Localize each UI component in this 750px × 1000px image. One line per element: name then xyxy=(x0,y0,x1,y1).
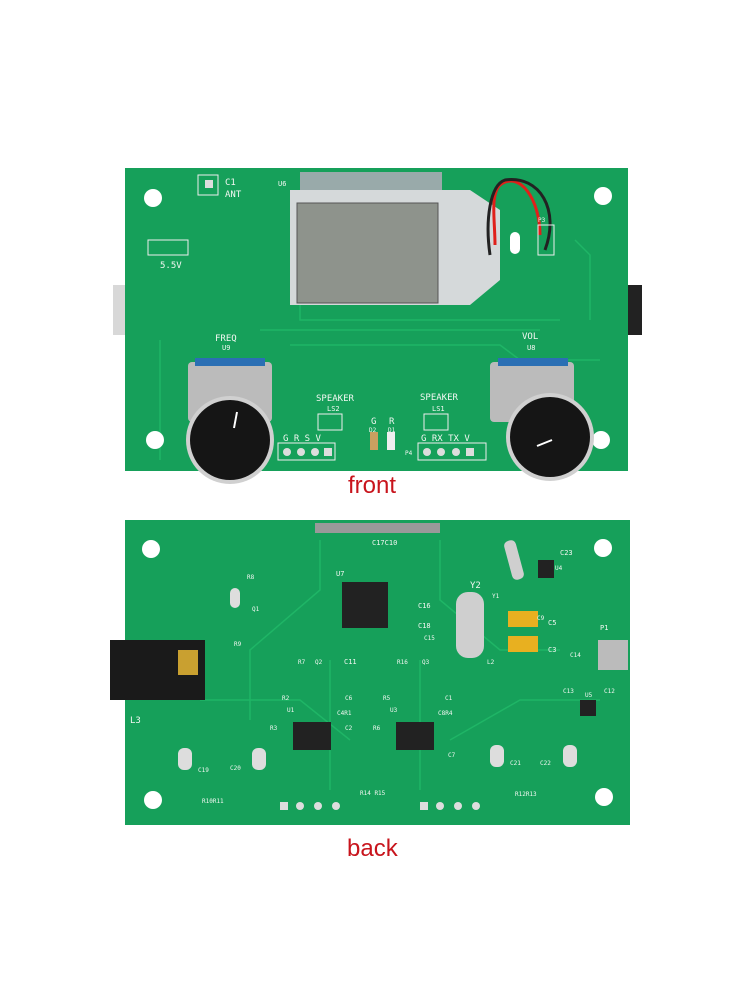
silk-r2: R2 xyxy=(282,695,290,702)
silk-c5: C5 xyxy=(548,619,556,627)
silk-r16: R16 xyxy=(397,659,408,666)
silk-c13: C13 xyxy=(563,688,574,695)
silk-y2: Y2 xyxy=(470,581,481,591)
mcu-chip xyxy=(342,582,388,628)
silk-c2: C2 xyxy=(345,725,353,732)
silk-c18: C18 xyxy=(418,622,431,630)
silk-u1: U1 xyxy=(287,707,295,714)
silk-c6: C6 xyxy=(345,695,353,702)
silk-r9: R9 xyxy=(234,641,242,648)
silk-c12: C12 xyxy=(604,688,615,695)
vol-knob xyxy=(490,358,594,481)
silk-d1: D1 xyxy=(388,427,396,434)
silk-ls1: LS1 xyxy=(432,405,445,413)
silk-l3: L3 xyxy=(130,716,141,726)
silk-r: R xyxy=(389,417,395,427)
silk-p1: P1 xyxy=(600,624,608,632)
chip-u3 xyxy=(396,722,434,750)
silk-speaker-right: SPEAKER xyxy=(420,393,459,403)
silk-c15: C15 xyxy=(424,635,435,642)
silk-d2: D2 xyxy=(369,427,377,434)
silk-r3: R3 xyxy=(270,725,278,732)
mounting-holes xyxy=(144,187,612,449)
silk-c11: C11 xyxy=(344,658,357,666)
silk-g: G xyxy=(371,417,376,427)
silk-c7: C7 xyxy=(448,752,456,759)
silk-r5: R5 xyxy=(383,695,391,702)
silk-c23: C23 xyxy=(560,549,573,557)
silk-r14r15: R14 R15 xyxy=(360,790,386,797)
silk-c21: C21 xyxy=(510,760,521,767)
silk-pins-left: G R S V xyxy=(283,434,322,444)
lcd-pins xyxy=(300,172,442,190)
crystal-y2 xyxy=(456,592,484,658)
front-board: C1 ANT U6 5.5V FREQ U9 VOL U8 SPEAKER LS… xyxy=(113,168,642,484)
silk-c22: C22 xyxy=(540,760,551,767)
silk-c1: C1 xyxy=(225,178,236,188)
back-caption: back xyxy=(347,835,398,862)
silk-y1: Y1 xyxy=(492,593,500,600)
silk-speaker-left: SPEAKER xyxy=(316,394,355,404)
silk-c19: C19 xyxy=(198,767,209,774)
freq-knob xyxy=(186,358,274,484)
silk-r7: R7 xyxy=(298,659,306,666)
silk-c16: C16 xyxy=(418,602,431,610)
silk-q1: Q1 xyxy=(252,606,260,613)
silk-r10r11: R10R11 xyxy=(202,798,224,805)
silk-u5: U5 xyxy=(585,692,593,699)
silk-u6: U6 xyxy=(278,180,286,188)
mounting-holes-back xyxy=(142,539,613,809)
silk-ls2: LS2 xyxy=(327,405,340,413)
silk-vol: VOL xyxy=(522,332,538,342)
silk-c20: C20 xyxy=(230,765,241,772)
silk-freq: FREQ xyxy=(215,334,237,344)
silk-q3: Q3 xyxy=(422,659,430,666)
silk-ant: ANT xyxy=(225,190,242,200)
silk-p3: P3 xyxy=(538,217,546,224)
silk-r12r13: R12R13 xyxy=(515,791,537,798)
silk-c1-back: C1 xyxy=(445,695,453,702)
silk-r6: R6 xyxy=(373,725,381,732)
silk-u3: U3 xyxy=(390,707,398,714)
silk-c9: C9 xyxy=(537,615,545,622)
audio-jack xyxy=(110,640,205,700)
silk-c8r4: C8R4 xyxy=(438,710,453,717)
silk-c14: C14 xyxy=(570,652,581,659)
silk-5v5: 5.5V xyxy=(160,261,182,271)
chip-u1 xyxy=(293,722,331,750)
micro-usb xyxy=(598,640,628,670)
silk-c4r1: C4R1 xyxy=(337,710,352,717)
silk-c3: C3 xyxy=(548,646,556,654)
silk-u4: U4 xyxy=(555,565,563,572)
silk-q2: Q2 xyxy=(315,659,323,666)
silk-u8: U8 xyxy=(527,344,535,352)
back-board: U7 Y2 Y1 C23 U4 C17C10 C16 C18 C15 C11 C… xyxy=(110,520,630,825)
silk-u7: U7 xyxy=(336,570,344,578)
silk-p4: P4 xyxy=(405,450,413,457)
silk-r8: R8 xyxy=(247,574,255,581)
lcd-pin-row xyxy=(315,523,440,533)
front-caption: front xyxy=(348,472,397,499)
silk-u9: U9 xyxy=(222,344,230,352)
silk-c17c10: C17C10 xyxy=(372,539,397,547)
silk-pins-right: G RX TX V xyxy=(421,434,470,444)
silk-l2: L2 xyxy=(487,659,495,666)
lcd-screen xyxy=(296,202,439,304)
